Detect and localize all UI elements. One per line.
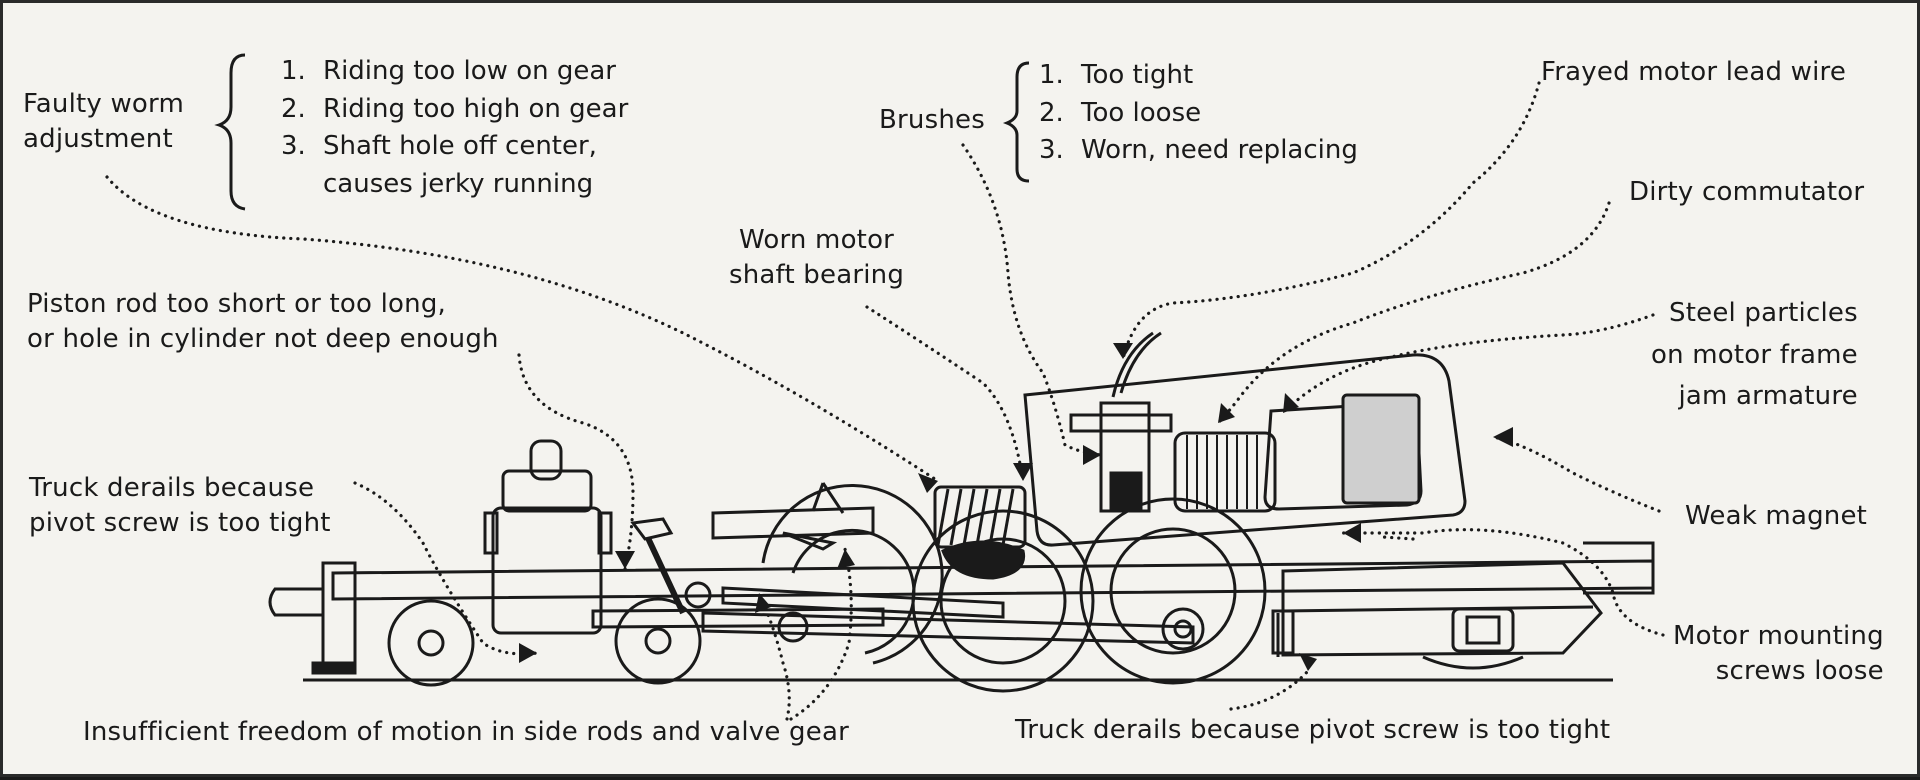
truck-front-line2: pivot screw is too tight [29, 508, 331, 539]
truck-rear-label: Truck derails because pivot screw is too… [1015, 715, 1611, 745]
leader-truck-front [353, 481, 539, 656]
worn-bearing-line1: Worn motor [738, 225, 895, 255]
truck-bolster [1451, 607, 1515, 653]
list-item: 1.Too tight [1039, 60, 1194, 90]
leader-weak-magnet [1491, 435, 1661, 513]
leader-insufficient-2 [789, 547, 853, 721]
drive-wheel-1 [761, 484, 944, 665]
list-item-continuation: causes jerky running [323, 169, 594, 200]
front-coupler [268, 587, 325, 617]
list-item: 2.Too loose [1039, 97, 1202, 128]
leader-piston [517, 353, 635, 571]
brushes-brace [1002, 61, 1030, 183]
leader-motor-mount [1341, 528, 1665, 637]
list-item: 3.Shaft hole off center, [281, 131, 597, 162]
weak-magnet-label: Weak magnet [1685, 501, 1868, 531]
leader-steel [1281, 313, 1655, 415]
worm-brace [214, 53, 246, 211]
rear-truck [1281, 561, 1603, 657]
side-rod [701, 611, 1195, 645]
brushes-list: 1.Too tight 2.Too loose 3.Worn, need rep… [1039, 57, 1358, 170]
leader-truck-rear [1229, 669, 1310, 711]
piston-line2: or hole in cylinder not deep enough [27, 324, 499, 355]
piston-label: Piston rod too short or too long, or hol… [27, 287, 499, 357]
insufficient-freedom-label: Insufficient freedom of motion in side r… [83, 717, 849, 747]
locomotive-illustration [105, 53, 1665, 721]
leader-insufficient-1 [757, 591, 791, 721]
armature [1173, 431, 1277, 513]
leader-worm [105, 175, 940, 483]
drive-wheel-2 [911, 509, 1095, 693]
leader-brushes [961, 143, 1103, 457]
faulty-worm-label-line2: adjustment [23, 124, 173, 155]
motor-mount-line1: Motor mounting [1673, 621, 1884, 651]
faulty-worm-list: 1.Riding too low on gear 2.Riding too hi… [281, 53, 628, 204]
steel-line1: Steel particles [1669, 298, 1858, 328]
steel-line3: jam armature [1678, 381, 1858, 412]
truck-front-line1: Truck derails because [29, 473, 315, 503]
leader-commutator [1216, 201, 1611, 425]
leader-bearing [865, 305, 1025, 483]
brush-holder [1099, 401, 1151, 513]
pilot-wheel-front [387, 599, 475, 687]
cylinder-block [491, 506, 603, 635]
leader-frayed [1121, 81, 1541, 361]
frayed-lead-label: Frayed motor lead wire [1541, 57, 1847, 87]
steel-particles-label: Steel particles on motor frame jam armat… [1651, 293, 1858, 418]
list-item: 1.Riding too low on gear [281, 56, 616, 86]
list-item: 2.Riding too high on gear [281, 93, 629, 124]
drive-wheel-3 [1079, 497, 1267, 685]
worn-bearing-label: Worn motor shaft bearing [729, 223, 904, 293]
motor-housing [1023, 353, 1467, 547]
faulty-worm-label: Faulty worm adjustment [23, 87, 184, 157]
piston-line1: Piston rod too short or too long, [27, 289, 446, 319]
motor-mounting-label: Motor mounting screws loose [1673, 619, 1884, 689]
list-item: 3.Worn, need replacing [1039, 135, 1358, 166]
pilot-wheel-rear [614, 597, 702, 685]
brushes-label: Brushes [879, 105, 985, 135]
main-rod [591, 607, 885, 629]
motor-mount-line2: screws loose [1715, 656, 1884, 687]
crank-pin [1161, 607, 1205, 651]
steel-line2: on motor frame [1651, 339, 1858, 370]
frayed-wire [1111, 331, 1162, 398]
worn-bearing-line2: shaft bearing [729, 260, 905, 291]
dirty-commutator-label: Dirty commutator [1629, 177, 1865, 207]
faulty-worm-label-line1: Faulty worm [23, 89, 184, 119]
truck-front-label: Truck derails because pivot screw is too… [29, 471, 331, 541]
